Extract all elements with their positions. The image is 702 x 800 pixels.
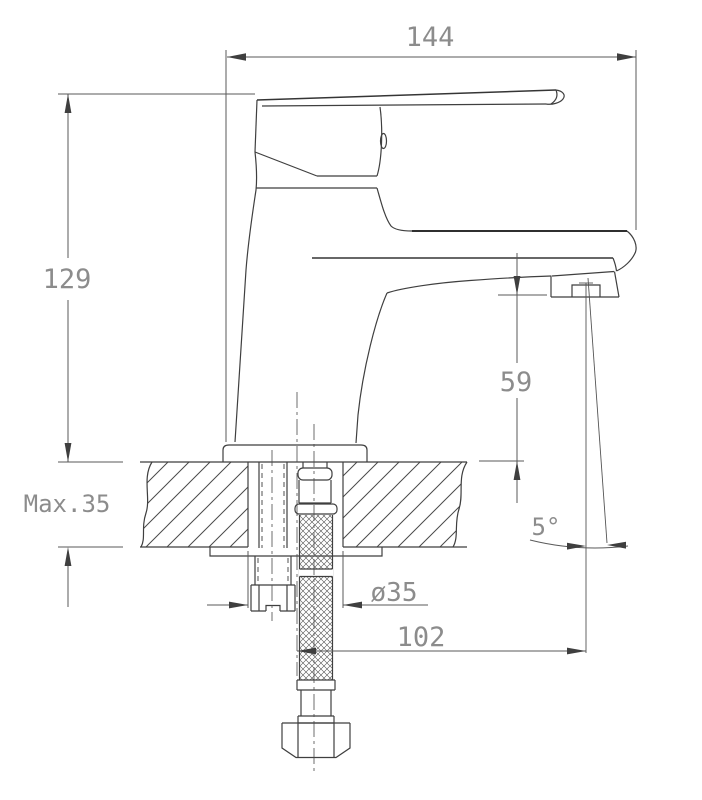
stream-angled-line (587, 277, 608, 544)
hose-braid (299, 515, 333, 680)
aerator (550, 270, 620, 298)
faucet-body (234, 151, 413, 444)
countertop-break-right (452, 461, 468, 548)
faucet-handle-lever (254, 89, 565, 177)
dim-label-129: 129 (43, 264, 92, 295)
hose-braid-seam (299, 568, 333, 578)
dimension-59: 59 (479, 253, 547, 503)
countertop-break-left (140, 461, 153, 548)
dimension-144: 144 (225, 22, 637, 442)
fixing-nut (250, 584, 296, 612)
countertop-hatch-right (343, 462, 467, 547)
dim-label-max35: Max.35 (24, 490, 111, 518)
spout-tip (616, 230, 637, 272)
handle-screw-dot (379, 132, 388, 150)
hose-top-ring (297, 467, 333, 481)
clamping-plate (209, 547, 383, 557)
mounting-hole-edges (247, 462, 344, 547)
dimension-max35: Max.35 (24, 490, 123, 607)
faucet-spout (312, 230, 637, 298)
dim-label-144: 144 (406, 22, 455, 53)
dimension-dia35: ø35 (207, 551, 428, 609)
countertop-hatch-left (141, 462, 248, 547)
hose-collar (294, 503, 338, 515)
hose-lower-collar (296, 679, 336, 691)
dimension-102: 102 (297, 622, 586, 655)
dim-label-dia35: ø35 (371, 578, 418, 608)
faucet-outline (222, 89, 637, 462)
supply-hose (281, 462, 351, 759)
dim-label-102: 102 (397, 622, 446, 653)
hose-end-nut (281, 722, 351, 759)
dimension-5deg: 5° (529, 277, 629, 653)
threaded-stud (258, 462, 288, 548)
centerlines (271, 392, 315, 771)
dim-label-59: 59 (500, 367, 533, 398)
dimension-129: 129 (43, 93, 255, 463)
fixing-hardware (209, 462, 383, 612)
dim-label-5deg: 5° (532, 513, 561, 541)
hose-hex-fitting (298, 480, 332, 504)
faucet-base-flange (222, 444, 368, 462)
